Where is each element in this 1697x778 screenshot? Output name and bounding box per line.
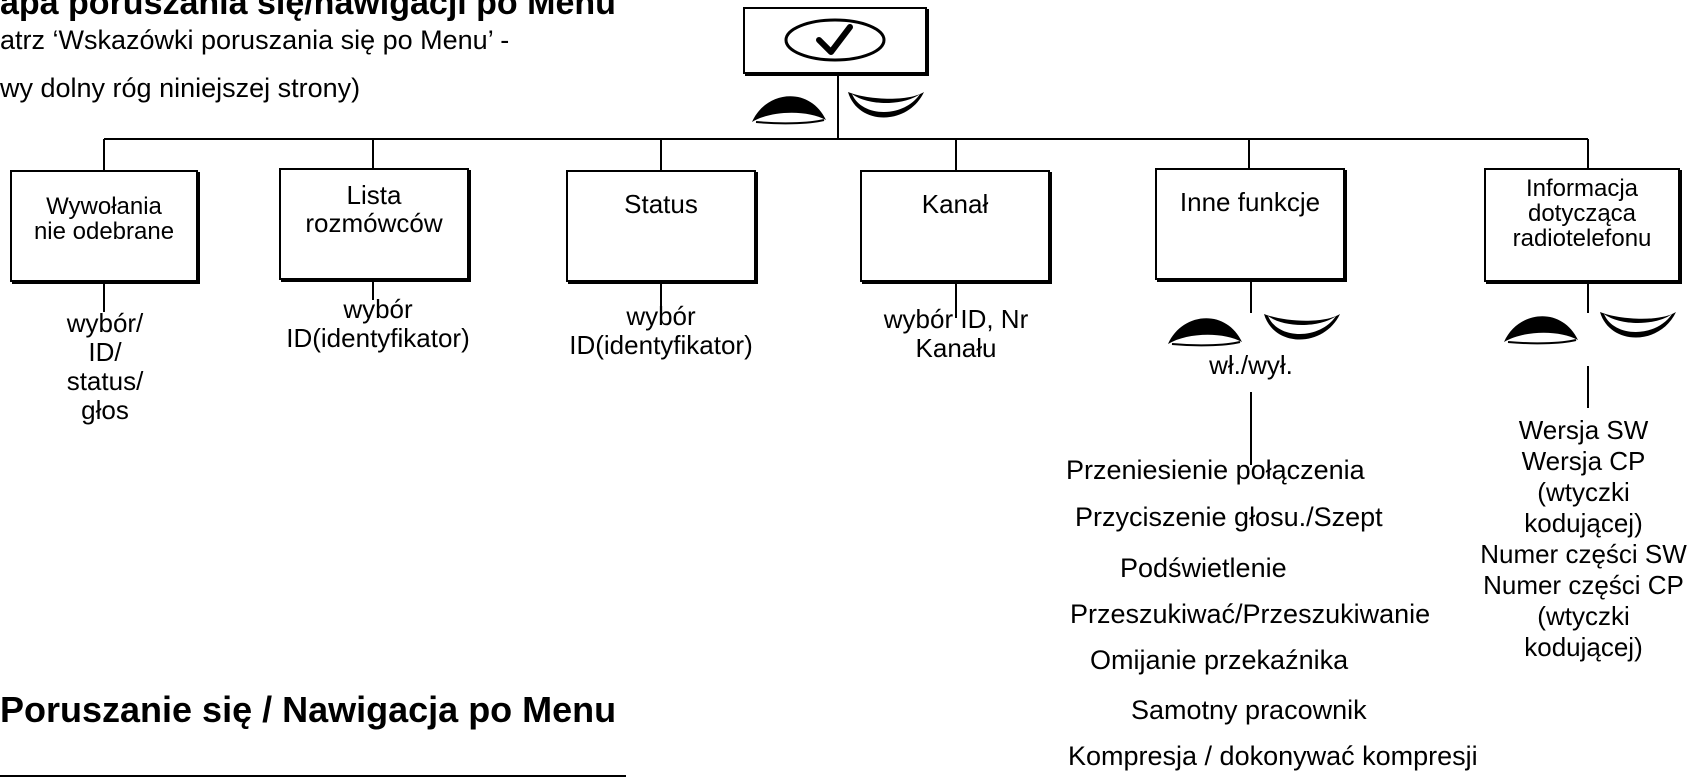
other-function-item: Kompresja / dokonywać kompresji	[1068, 741, 1478, 771]
label-line: Kanał	[921, 189, 989, 219]
scroll-left-key-icon	[1168, 318, 1242, 347]
scroll-right-key-icon	[1600, 312, 1676, 338]
scroll-left-key-icon	[752, 96, 826, 125]
label-line: nie odebrane	[33, 218, 175, 245]
radio-info-list: Wersja SW Wersja CP (wtyczki kodującej) …	[1480, 415, 1687, 662]
root-scroll-keys	[752, 92, 924, 125]
menu-channel[interactable]: Kanał	[860, 170, 1050, 282]
other-function-item: Przyciszenie głosu./Szept	[1075, 502, 1383, 532]
label-line: rozmówców	[305, 208, 443, 238]
other-functions-toggle: wł./wył.	[1209, 350, 1293, 380]
intro-line-2: wy dolny róg niniejszej strony)	[0, 73, 361, 103]
label-line: dotycząca	[1527, 199, 1637, 227]
label-line: Informacja	[1525, 174, 1639, 202]
section-heading: Poruszanie się / Nawigacja po Menu	[0, 689, 617, 730]
label-line: Inne funkcje	[1179, 187, 1321, 217]
missed-calls-options: wybór/ID/status/głos	[66, 308, 144, 425]
root-menu-key[interactable]	[743, 7, 927, 74]
scroll-left-key-icon	[1504, 316, 1578, 345]
other-function-item: Przeniesienie połączenia	[1066, 455, 1365, 485]
menu-other-functions[interactable]: Inne funkcje	[1155, 168, 1345, 280]
radio-info-scroll-keys	[1504, 312, 1676, 345]
other-functions-scroll-keys	[1168, 314, 1340, 347]
other-function-item: Podświetlenie	[1120, 553, 1287, 583]
label-line: Status	[624, 189, 698, 219]
other-function-item: Przeszukiwać/Przeszukiwanie	[1070, 599, 1431, 629]
page-title: apa poruszania się/nawigacji po Menu	[0, 0, 616, 22]
scroll-right-key-icon	[1264, 314, 1340, 340]
label-line: radiotelefonu	[1512, 224, 1652, 252]
other-function-item: Omijanie przekaźnika	[1090, 645, 1349, 675]
intro-line-1: atrz ‘Wskazówki poruszania się po Menu’ …	[0, 25, 510, 55]
label-line: Wywołania	[46, 193, 162, 220]
scroll-right-key-icon	[848, 92, 924, 118]
menu-status[interactable]: Status	[566, 170, 756, 282]
label-line: Lista	[346, 180, 402, 210]
checkmark-oval-key-icon	[784, 18, 886, 62]
other-function-item: Samotny pracownik	[1131, 695, 1367, 725]
